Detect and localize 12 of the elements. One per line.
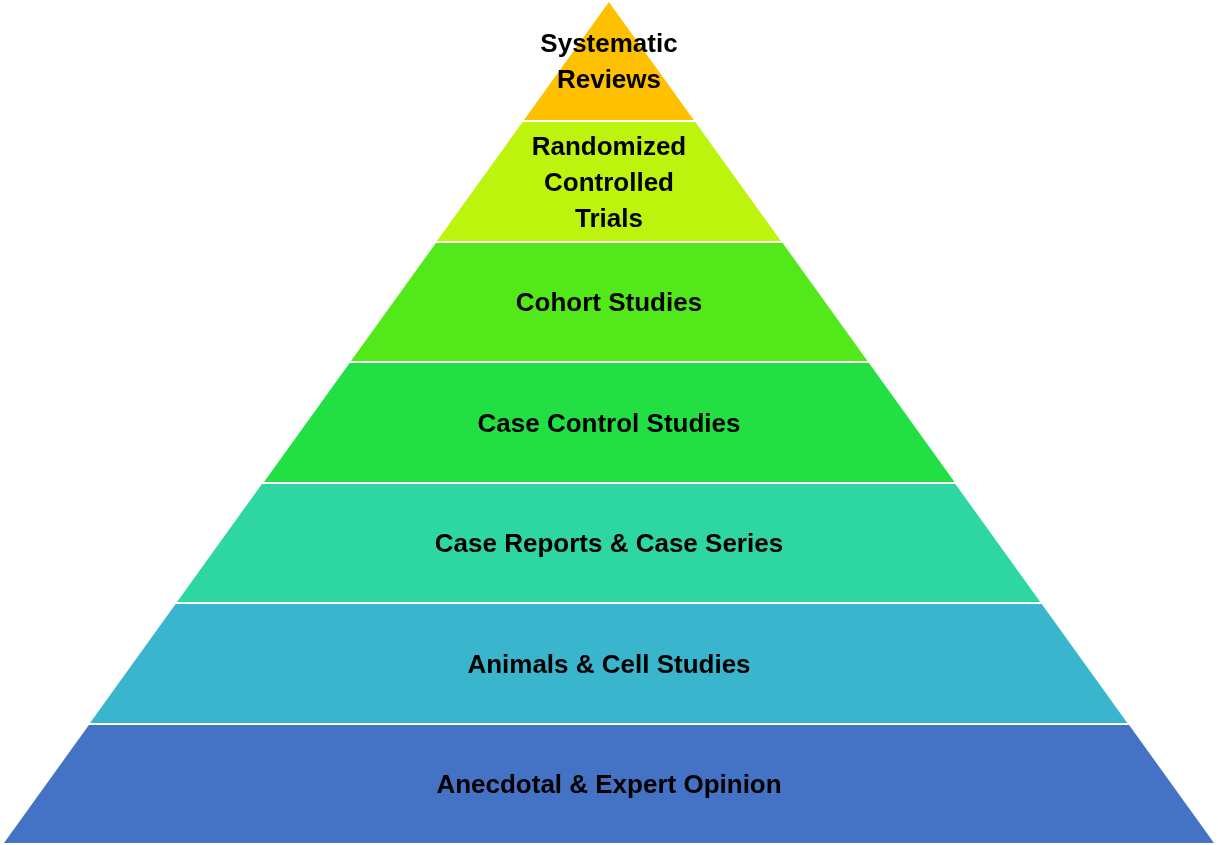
pyramid-tier: [4, 725, 1214, 843]
pyramid-tier: [350, 243, 868, 361]
tier-label: Case Control Studies: [477, 406, 741, 440]
tier-label: Randomized Controlled Trials: [530, 129, 688, 235]
tier-label: Case Reports & Case Series: [434, 527, 784, 560]
tier-label: Cohort Studies: [515, 286, 703, 319]
pyramid-tier: [177, 484, 1041, 602]
pyramid-tier: [90, 604, 1128, 723]
pyramid-tier: [263, 363, 955, 482]
pyramid-tier: [437, 122, 781, 241]
tier-label: Anecdotal & Expert Opinion: [436, 768, 782, 801]
tier-label: Animals & Cell Studies: [467, 647, 751, 681]
